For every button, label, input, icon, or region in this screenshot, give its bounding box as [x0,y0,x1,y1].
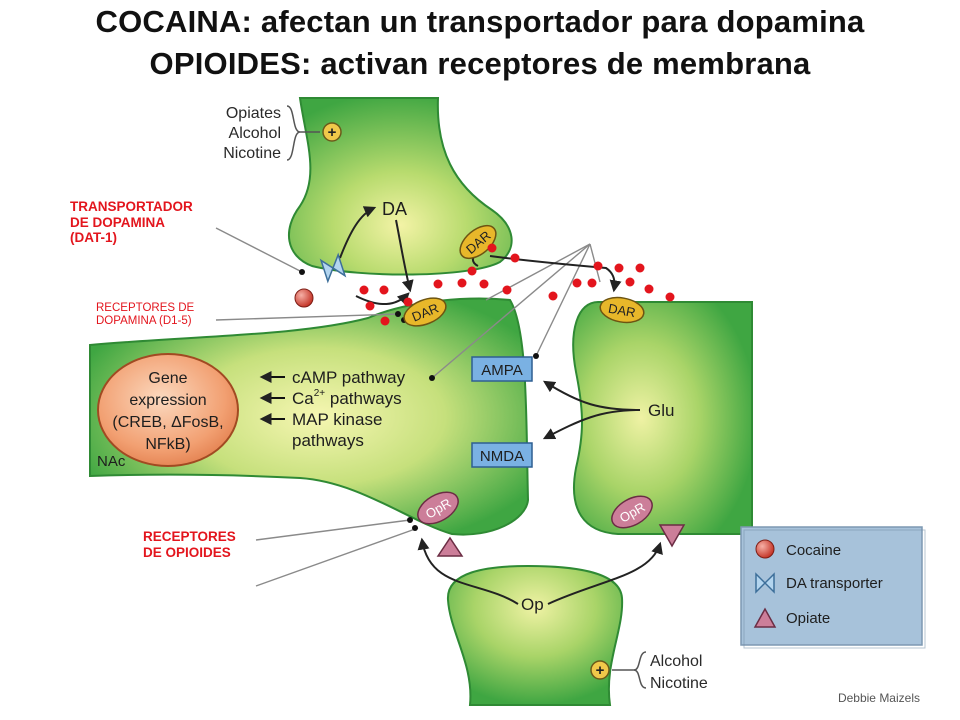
glu-label: Glu [648,401,674,420]
dopamine-molecules [359,243,675,326]
dar-receptor-nac: DAR [403,297,447,327]
input-nicotine-top: Nicotine [223,145,281,162]
svg-text:+: + [596,662,605,679]
bracket-top [286,105,301,161]
legend-opiate-label: Opiate [786,610,830,627]
input-alcohol-top: Alcohol [229,125,281,142]
gene-line-2: expression [129,392,206,409]
da-transporter-icon [319,252,347,284]
nmda-receptor: NMDA [471,442,533,468]
credit: Debbie Maizels [838,691,920,705]
nac-label: NAc [97,453,126,470]
plus-icon-top: + [322,122,342,142]
bracket-bottom [633,651,647,689]
input-nicotine-bottom: Nicotine [650,675,708,692]
label-opioid-receptors: RECEPTORES DE OPIOIDES [143,529,236,560]
camp-pathway-label: cAMP pathway [292,368,406,387]
opr-receptor-right: OpR [611,495,653,529]
legend-transporter-icon [755,572,775,594]
neuron-right [572,301,753,535]
gene-expression-box [97,353,239,467]
svg-text:NMDA: NMDA [480,448,524,465]
opiate-triangle-icon-right [658,524,686,548]
dar-receptor-right: DAR [599,296,645,324]
gene-line-4: NFkB) [145,436,190,453]
legend-opiate-icon [753,607,777,628]
opiate-triangle-icon [436,536,464,557]
da-label: DA [382,199,407,219]
label-dopamine-receptors: RECEPTORES DE DOPAMINA (D1-5) [96,302,195,328]
map-kinase-label-1: MAP kinase [292,410,382,429]
cocaine-molecule-icon [294,288,314,308]
opr-receptor-nac: OpR [417,491,459,525]
legend-cocaine-label: Cocaine [786,542,841,559]
plus-icon-bottom: + [590,660,610,680]
svg-text:DAR: DAR [607,301,637,321]
input-opiates: Opiates [226,105,281,122]
ampa-receptor: AMPA [471,356,533,382]
map-kinase-label-2: pathways [292,431,364,450]
title-line-2: OPIOIDES: activan receptores de membrana [149,46,811,81]
gene-line-1: Gene [148,370,187,387]
input-alcohol-bottom: Alcohol [650,653,702,670]
legend-cocaine-icon [755,539,775,559]
legend-box: Cocaine DA transporter Opiate [740,526,926,649]
title-line-1: COCAINA: afectan un transportador para d… [95,4,865,39]
gene-line-3: (CREB, ΔFosB, [112,414,223,431]
calcium-pathway-label: Ca2+ pathways [292,388,402,408]
presynaptic-terminal-top [287,97,513,276]
op-label: Op [521,595,544,614]
legend-transporter-label: DA transporter [786,575,883,592]
neuron-bottom [446,564,624,706]
label-dopamine-transporter: TRANSPORTADOR DE DOPAMINA (DAT-1) [70,199,193,246]
svg-text:+: + [328,124,337,141]
svg-text:AMPA: AMPA [481,362,522,379]
